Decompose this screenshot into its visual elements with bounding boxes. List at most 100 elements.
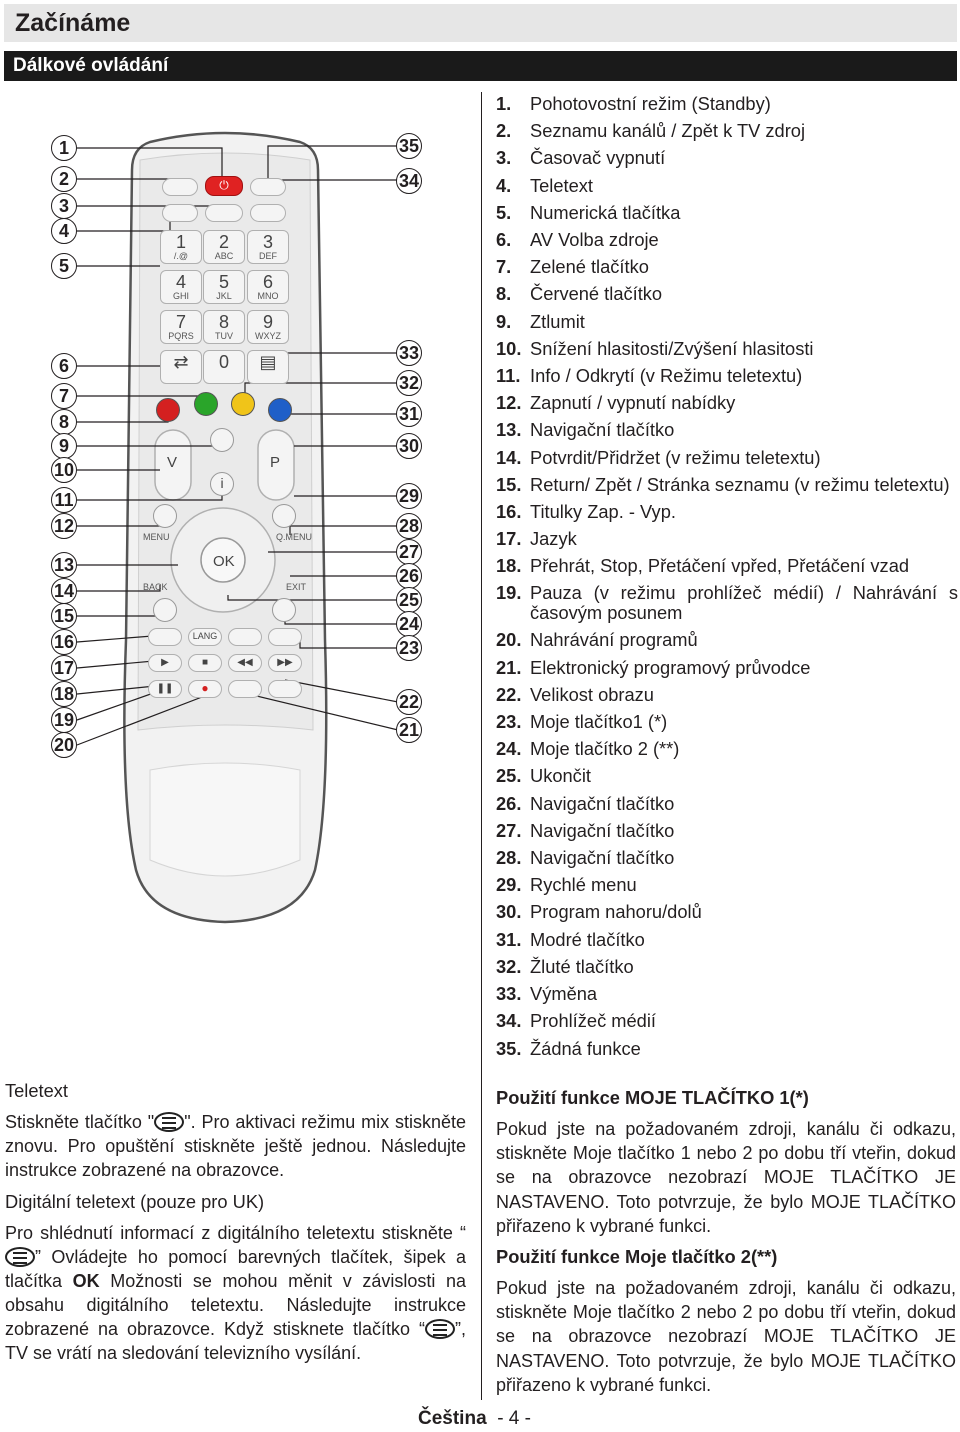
yellow-button[interactable] [231,392,255,416]
stop-button[interactable]: ■ [188,654,222,672]
item-number: 1. [496,93,512,114]
callout: 17 [51,655,77,681]
info-button[interactable]: i [210,472,234,496]
channel-list-button[interactable] [162,178,198,196]
list-item: 15.Return/ Zpět / Stránka seznamu (v rež… [496,471,958,498]
blue-button[interactable] [268,398,292,422]
record-button[interactable]: ● [188,680,222,698]
subtitle-button[interactable]: ▤ [247,350,289,384]
exit-button[interactable] [272,598,296,622]
av-source-button[interactable] [162,204,198,222]
item-text: Ztlumit [530,310,585,332]
item-number: 13. [496,419,522,441]
callout: 18 [51,681,77,707]
swap-button[interactable]: ⇄ [160,350,202,384]
item-number: 32. [496,955,522,977]
volume-label: V [167,454,178,471]
item-text: Velikost obrazu [530,683,654,705]
item-number: 26. [496,792,522,814]
text-fragment: ". Pro aktivaci režimu mix stiskněte zno… [5,1112,466,1180]
digit-key-0[interactable]: 0 [203,350,245,384]
item-text: Prohlížeč médií [530,1010,656,1032]
sleep-timer-button[interactable] [205,204,243,222]
list-item: 22.Velikost obrazu [496,681,958,708]
callout: 6 [51,353,77,379]
digit-sub-label: MNO [257,291,279,301]
quick-menu-button[interactable] [272,504,296,528]
text-fragment: Stiskněte tlačítko " [5,1112,155,1132]
play-button[interactable]: ▶ [148,654,182,672]
callout: 13 [51,552,77,578]
callout: 21 [396,717,422,743]
item-number: 28. [496,847,522,869]
text-fragment: Možnosti se mohou měnit v závislosti na … [5,1271,467,1339]
standby-button[interactable]: ⏻ [205,176,243,196]
back-button[interactable] [153,598,177,622]
item-number: 21. [496,656,522,678]
teletext-button[interactable] [148,628,182,646]
item-text: Navigační tlačítko [530,847,675,869]
page-footer: Čeština - 4 - [418,1408,531,1430]
section-header: Dálkové ovládání [4,51,957,81]
item-number: 34. [496,1010,522,1032]
callout: 9 [51,433,77,459]
list-item: 23.Moje tlačítko1 (*) [496,708,958,735]
no-function-button[interactable] [250,204,286,222]
digit-sub-label: PQRS [168,331,194,341]
item-text: Rychlé menu [530,874,637,896]
menu-button[interactable] [153,504,177,528]
digit-sub-label: WXYZ [255,331,281,341]
callout: 22 [396,689,422,715]
green-button[interactable] [194,392,218,416]
list-item: 2.Seznamu kanálů / Zpět k TV zdroj [496,117,958,144]
digit-label: 5 [218,272,229,292]
item-number: 16. [496,500,522,522]
callout: 35 [396,133,422,159]
stop-icon: ■ [201,657,209,668]
item-number: 4. [496,174,512,196]
media-browser-button[interactable] [250,178,286,196]
text-fragment: ”, TV se vrátí na sledování televizního … [5,1319,466,1363]
item-text: Červené tlačítko [530,283,663,305]
my-button-1[interactable] [228,628,262,646]
callout: 8 [51,409,77,435]
pause-button[interactable]: ❚❚ [148,680,182,698]
my-button-2[interactable] [268,628,302,646]
callout: 34 [396,168,422,194]
epg-button[interactable] [228,680,262,698]
picture-size-button[interactable] [268,680,302,698]
list-item: 16.Titulky Zap. - Vyp. [496,498,958,525]
rewind-button[interactable]: ◀◀ [228,654,262,672]
item-text: Ukončit [530,765,591,787]
callout: 26 [396,563,422,589]
digit-key-1[interactable]: 1/.@ [160,230,202,264]
list-item: 10.Snížení hlasitosti/Zvýšení hlasitosti [496,335,958,362]
red-button[interactable] [156,398,180,422]
fast-forward-button[interactable]: ▶▶ [268,654,302,672]
item-number: 6. [496,229,512,251]
list-item: 14.Potvrdit/Přidržet (v režimu teletextu… [496,444,958,471]
digital-teletext-paragraph: Pro shlédnutí informací z digitálního te… [5,1221,466,1365]
item-number: 18. [496,555,522,577]
list-item: 1.Pohotovostní režim (Standby) [496,90,958,117]
item-text: Výměna [530,983,598,1005]
item-text: Program nahoru/dolů [530,901,702,923]
callout: 15 [51,603,77,629]
mute-button[interactable] [210,428,234,452]
list-item: 35.Žádná funkce [496,1035,958,1062]
item-number: 2. [496,120,512,142]
item-text: Žádná funkce [530,1037,641,1059]
language-button[interactable]: LANG [188,628,222,646]
item-text: Potvrdit/Přidržet (v režimu teletextu) [530,446,821,468]
list-item: 31.Modré tlačítko [496,926,958,953]
digit-label: 1 [175,232,186,252]
item-text: Info / Odkrytí (v Režimu teletextu) [530,365,803,387]
